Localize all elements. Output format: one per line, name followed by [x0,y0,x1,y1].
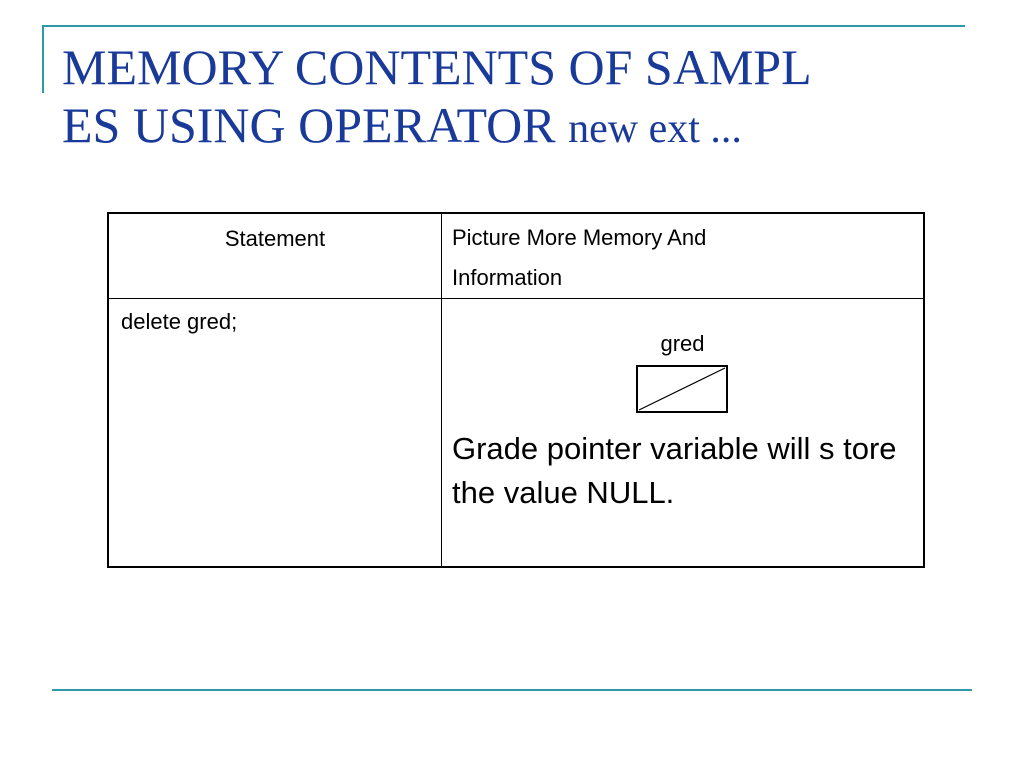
pointer-box-outline [635,365,728,413]
description-text: Grade pointer variable will s tore the v… [452,431,897,510]
slide-title: MEMORY CONTENTS OF SAMPL ES USING OPERAT… [62,38,962,158]
table-row: delete gred; gred Grade pointer variable… [107,298,925,568]
header-picture: Picture More Memory And Information [442,214,923,294]
header-picture-line-2: Information [452,265,563,290]
memory-table: Statement Picture More Memory And Inform… [107,212,925,568]
header-statement-cell: Statement [107,212,442,299]
null-pointer-box [635,365,728,413]
frame-bottom-rule [52,689,972,691]
header-picture-line-1: Picture More Memory And [452,225,707,250]
frame-top-rule [42,25,965,27]
title-line-2-main: ES USING OPERATOR [62,97,556,153]
statement-cell: delete gred; [107,298,442,568]
variable-label: gred [660,331,705,356]
picture-content: gred Grade pointer variable will s tore … [442,331,923,566]
title-line-1: MEMORY CONTENTS OF SAMPL [62,39,812,95]
picture-cell: gred Grade pointer variable will s tore … [441,298,925,568]
title-line-2: ES USING OPERATOR new ext ... [62,96,962,158]
frame-left-rule [42,25,44,93]
table-header-row: Statement Picture More Memory And Inform… [107,212,925,299]
null-slash [638,367,725,411]
header-picture-cell: Picture More Memory And Information [441,212,925,299]
header-statement: Statement [224,226,326,251]
title-tail: new ext ... [568,106,742,152]
statement-text: delete gred; [121,309,238,334]
